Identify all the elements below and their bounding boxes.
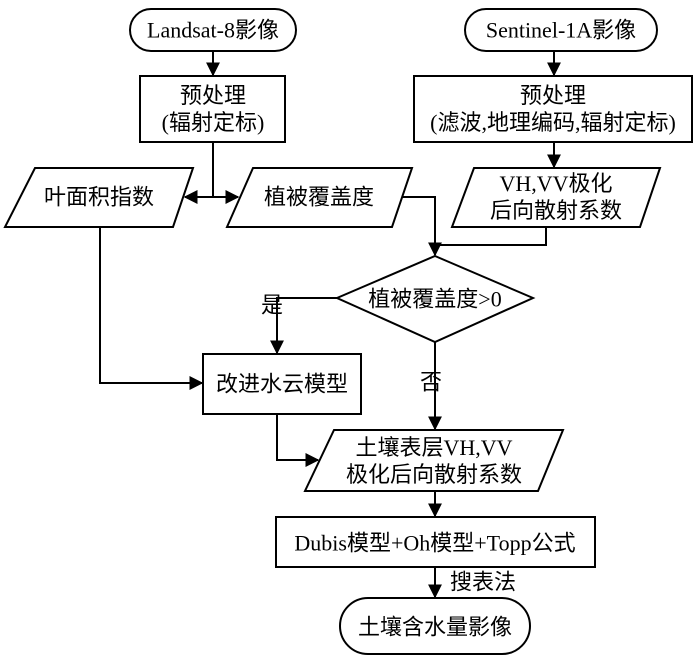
- soil-backscatter-label: 土壤表层VH,VV 极化后向散射系数: [346, 434, 522, 488]
- preprocess-sentinel-line1: 预处理: [519, 83, 586, 108]
- yes-label: 是: [260, 292, 284, 318]
- preprocess-sentinel-line2: (滤波,地理编码,辐射定标): [430, 110, 676, 135]
- arrow-lai-to-model: [99, 227, 204, 390]
- vh-vv-backscatter-line2: 后向散射系数: [489, 198, 623, 223]
- decision-label: 植被覆盖度>0: [368, 286, 502, 312]
- lai-label: 叶面积指数: [43, 184, 155, 210]
- lai-shape: [3, 167, 195, 228]
- models-shape: [275, 516, 596, 568]
- arrow-model-to-soil-backscatter: [276, 414, 320, 467]
- sentinel-input-shape: [464, 8, 658, 52]
- soil-backscatter-line2: 极化后向散射系数: [345, 462, 523, 487]
- vegetation-coverage-shape: [225, 167, 414, 228]
- preprocess-sentinel-label: 预处理 (滤波,地理编码,辐射定标): [430, 82, 676, 136]
- lookup-label: 搜表法: [449, 569, 517, 595]
- line-vegetation-to-junction: [402, 196, 436, 245]
- line-backscatter-to-junction: [435, 227, 547, 246]
- preprocess-landsat-line2: (辐射定标): [161, 110, 265, 135]
- preprocess-sentinel-shape: [413, 75, 693, 143]
- vh-vv-backscatter-shape: [450, 167, 662, 228]
- preprocess-landsat-label: 预处理 (辐射定标): [162, 82, 265, 136]
- vh-vv-backscatter-label: VH,VV极化 后向散射系数: [490, 170, 622, 224]
- preprocess-landsat-line1: 预处理: [179, 83, 246, 108]
- vh-vv-backscatter-line1: VH,VV极化: [499, 171, 613, 196]
- sentinel-input-label: Sentinel-1A影像: [485, 17, 637, 43]
- no-label: 否: [419, 369, 443, 395]
- improved-water-cloud-model-label: 改进水云模型: [215, 371, 349, 397]
- models-label: Dubis模型+Oh模型+Topp公式: [294, 530, 576, 556]
- arrow-decision-yes: [270, 297, 337, 355]
- vegetation-coverage-label: 植被覆盖度: [263, 184, 375, 210]
- soil-backscatter-line1: 土壤表层VH,VV: [355, 435, 513, 460]
- improved-water-cloud-model-shape: [202, 353, 362, 415]
- landsat-input-label: Landsat-8影像: [147, 17, 279, 43]
- soil-backscatter-shape: [303, 429, 565, 492]
- output-label: 土壤含水量影像: [357, 614, 513, 640]
